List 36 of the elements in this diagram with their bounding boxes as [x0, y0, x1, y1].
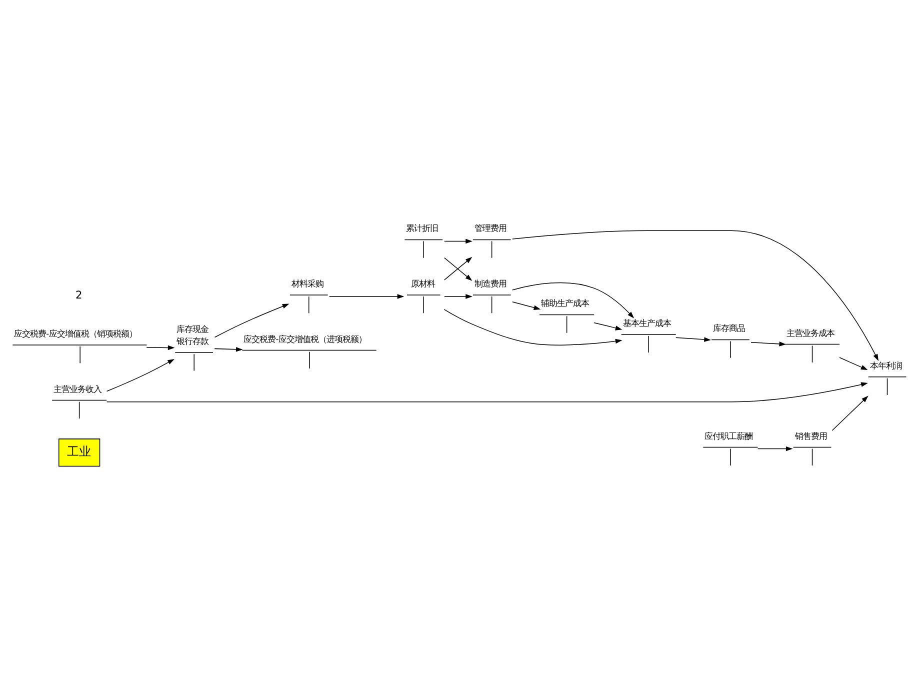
node-text: 库存现金 银行存款: [176, 324, 209, 346]
arrow: [106, 358, 174, 392]
node-text: 制造费用: [474, 278, 506, 289]
arrow: [444, 294, 472, 299]
node-text: 应付职工薪酬: [704, 430, 753, 441]
node-box: 工业: [58, 438, 100, 467]
arrow: [750, 342, 786, 346]
arrow: [676, 337, 711, 342]
arrow: [512, 282, 634, 318]
node-text: 基本生产成本: [622, 318, 671, 328]
arrow: [832, 396, 868, 431]
arrow: [444, 238, 472, 244]
node-text: 辅助生产成本: [541, 298, 590, 308]
node-text: 管理费用: [474, 223, 506, 234]
arrow: [839, 357, 868, 370]
node-text: 应交税费-应交增值税（销项税额）: [14, 328, 138, 339]
arrow: [214, 347, 243, 352]
arrow: [146, 345, 175, 350]
arrow: [106, 382, 868, 402]
node-text: 本年利润: [870, 360, 902, 370]
node-text: 主营业务成本: [786, 328, 835, 338]
node-text: 材料采购: [291, 278, 324, 289]
arrow: [444, 309, 622, 346]
arrow: [594, 322, 622, 330]
arrow: [328, 294, 404, 299]
arrow: [512, 301, 541, 310]
label: 2: [76, 290, 82, 302]
arrow: [512, 230, 879, 361]
node-text: 库存商品: [713, 323, 746, 334]
node-text: 应交税费-应交增值税（进项税额）: [244, 334, 367, 344]
arrow: [757, 446, 793, 452]
node-text: 销售费用: [794, 430, 827, 441]
node-text: 主营业务收入: [54, 384, 102, 394]
node-text: 原材料: [410, 278, 435, 289]
node-text: 累计折旧: [406, 223, 438, 234]
arrow: [214, 304, 290, 338]
